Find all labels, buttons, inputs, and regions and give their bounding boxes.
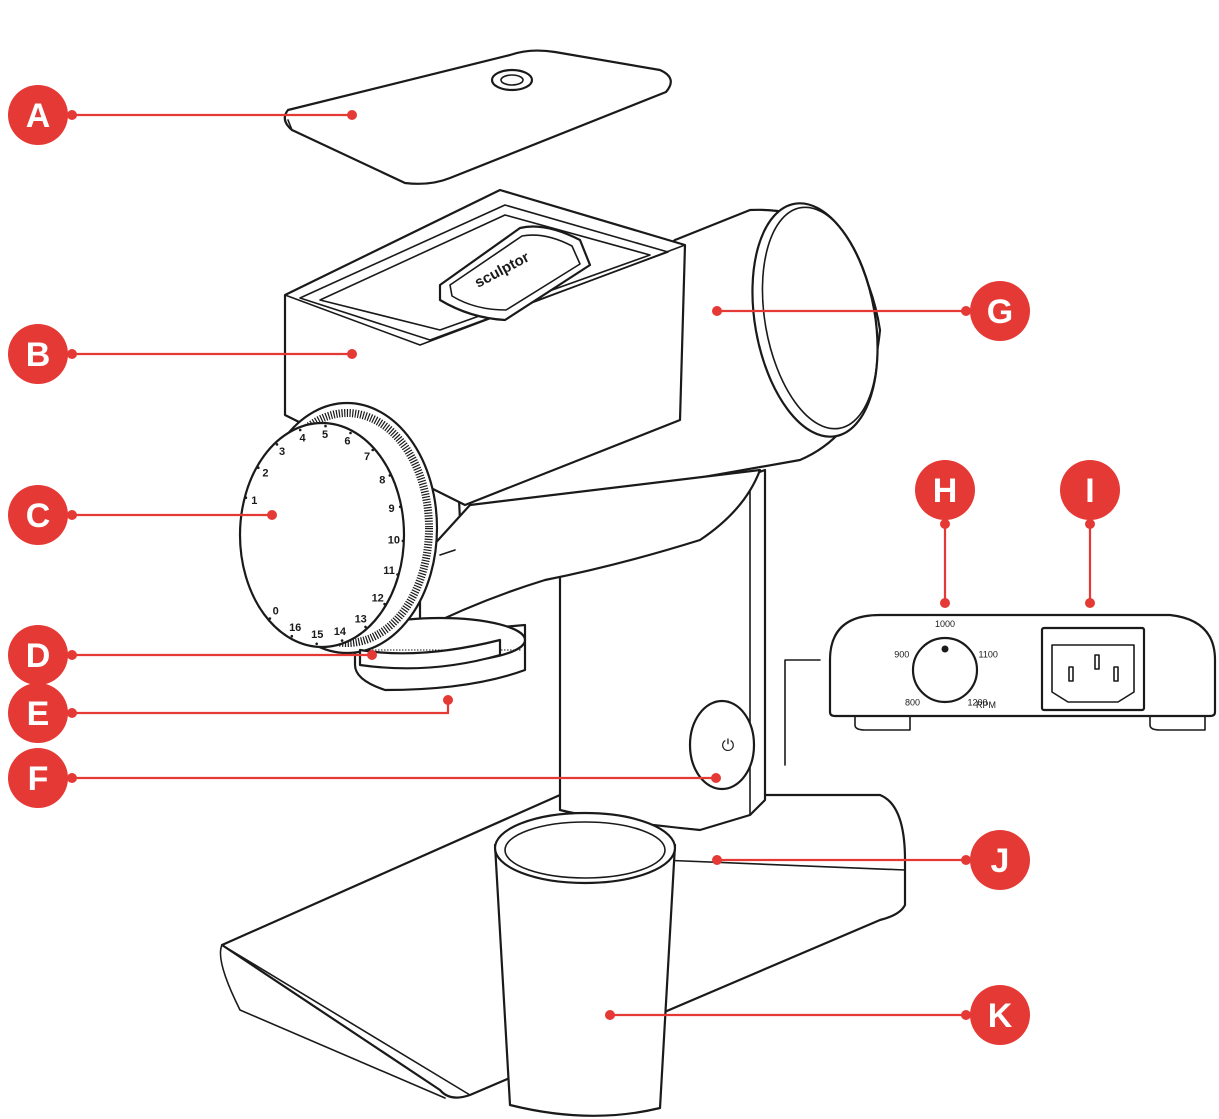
leader-dot [67, 708, 77, 718]
dial-number: 16 [289, 622, 301, 634]
leader-dot [940, 598, 950, 608]
rpm-unit-label: RPM [976, 700, 996, 710]
leader-dot [67, 510, 77, 520]
dial-number: 3 [279, 446, 285, 458]
dial-number: 13 [355, 613, 367, 625]
dial-number: 6 [344, 435, 350, 447]
callout-i: I [1060, 460, 1120, 608]
dial-tick [291, 635, 294, 638]
callout-c: C [8, 485, 277, 545]
dial-tick [371, 449, 374, 452]
dial-tick [257, 466, 260, 469]
leader-dot [443, 695, 453, 705]
dial-tick [324, 425, 327, 428]
dial-tick [269, 617, 272, 620]
dial-tick [315, 643, 318, 646]
leader-dot [67, 110, 77, 120]
leader-dot [961, 855, 971, 865]
dial-number: 0 [273, 606, 279, 618]
power-inlet [1042, 628, 1144, 710]
rpm-label: 1100 [979, 649, 998, 659]
callout-letter: K [988, 997, 1013, 1035]
callout-letter: G [987, 293, 1013, 331]
dial-number: 15 [311, 629, 323, 641]
dial-tick [341, 639, 344, 642]
leader-dot [712, 855, 722, 865]
callout-letter: I [1085, 472, 1094, 510]
callout-letter: F [28, 760, 49, 798]
leader-dot [1085, 519, 1095, 529]
dial-number: 12 [372, 592, 384, 604]
dial-number: 9 [388, 503, 394, 515]
dial-tick [276, 443, 279, 446]
rpm-label: 800 [905, 698, 920, 708]
leader-dot [961, 1010, 971, 1020]
callout-letter: E [27, 695, 50, 733]
dial-number: 10 [388, 535, 400, 547]
callout-letter: C [26, 497, 51, 535]
dial-number: 2 [262, 467, 268, 479]
callout-letter: B [26, 336, 51, 374]
leader-dot [347, 110, 357, 120]
dial-tick [299, 429, 302, 432]
leader-dot [67, 650, 77, 660]
leader-dot [940, 519, 950, 529]
dial-number: 7 [364, 451, 370, 463]
dial-number: 4 [300, 433, 307, 445]
callout-h: H [915, 460, 975, 608]
leader-dot [67, 349, 77, 359]
callout-letter: H [933, 472, 958, 510]
dial-tick [245, 496, 248, 499]
dial-number: 5 [322, 429, 328, 441]
rpm-label: 900 [894, 649, 909, 659]
dial-number: 1 [251, 495, 257, 507]
leader-line [72, 700, 448, 713]
leader-dot [67, 773, 77, 783]
leader-dot [347, 349, 357, 359]
dial-number: 8 [379, 474, 385, 486]
leader-dot [605, 1010, 615, 1020]
callout-letter: J [991, 842, 1010, 880]
dial-number: 11 [383, 565, 395, 577]
dial-tick [396, 573, 399, 576]
leader-dot [711, 773, 721, 783]
dial-tick [349, 432, 352, 435]
leader-dot [367, 650, 377, 660]
dial-tick [364, 626, 367, 629]
hopper-lid [285, 51, 671, 184]
callout-letter: D [26, 637, 51, 675]
callout-e: E [8, 683, 453, 743]
dosing-cup [495, 813, 675, 1116]
rpm-label: 1000 [935, 619, 955, 629]
power-button[interactable]: ⏻ [690, 701, 754, 789]
power-icon: ⏻ [722, 736, 735, 755]
leader-dot [712, 306, 722, 316]
callout-letter: A [26, 97, 51, 135]
dial-tick [389, 474, 392, 477]
dial-tick [402, 540, 405, 543]
dial-number: 14 [334, 626, 347, 638]
dial-tick [399, 506, 402, 509]
leader-dot [961, 306, 971, 316]
leader-dot [1085, 598, 1095, 608]
leader-dot [267, 510, 277, 520]
dial-tick [383, 603, 386, 606]
